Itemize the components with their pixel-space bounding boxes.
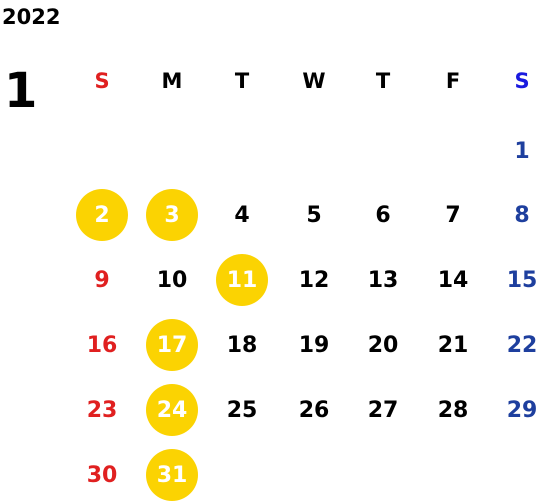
highlighted-day-cell: 11 xyxy=(216,254,268,306)
weekday-header: T xyxy=(375,69,391,93)
day-cell: 18 xyxy=(226,332,258,358)
day-cell: 1 xyxy=(514,138,530,164)
month-number: 1 xyxy=(4,63,38,119)
highlighted-day-cell: 17 xyxy=(146,319,198,371)
day-cell: 25 xyxy=(226,397,258,423)
day-cell: 9 xyxy=(94,267,110,293)
day-cell: 22 xyxy=(506,332,538,358)
day-cell: 4 xyxy=(234,202,250,228)
highlighted-day-cell: 3 xyxy=(146,189,198,241)
highlighted-day-cell: 31 xyxy=(146,449,198,501)
day-cell: 19 xyxy=(298,332,330,358)
day-cell: 29 xyxy=(506,397,538,423)
day-cell: 21 xyxy=(437,332,469,358)
weekday-header: S xyxy=(514,69,530,93)
day-cell: 12 xyxy=(298,267,330,293)
highlighted-day-cell: 2 xyxy=(76,189,128,241)
day-cell: 10 xyxy=(156,267,188,293)
day-cell: 27 xyxy=(367,397,399,423)
day-cell: 28 xyxy=(437,397,469,423)
weekday-header: M xyxy=(161,69,183,93)
weekday-header: S xyxy=(94,69,110,93)
day-cell: 30 xyxy=(86,462,118,488)
day-cell: 23 xyxy=(86,397,118,423)
day-cell: 15 xyxy=(506,267,538,293)
day-cell: 20 xyxy=(367,332,399,358)
day-cell: 6 xyxy=(375,202,391,228)
day-cell: 13 xyxy=(367,267,399,293)
day-cell: 26 xyxy=(298,397,330,423)
day-cell: 8 xyxy=(514,202,530,228)
day-cell: 14 xyxy=(437,267,469,293)
day-cell: 7 xyxy=(445,202,461,228)
weekday-header: F xyxy=(445,69,461,93)
weekday-header: W xyxy=(302,69,326,93)
day-cell: 5 xyxy=(306,202,322,228)
year-label: 2022 xyxy=(2,5,61,29)
weekday-header: T xyxy=(234,69,250,93)
day-cell: 16 xyxy=(86,332,118,358)
highlighted-day-cell: 24 xyxy=(146,384,198,436)
